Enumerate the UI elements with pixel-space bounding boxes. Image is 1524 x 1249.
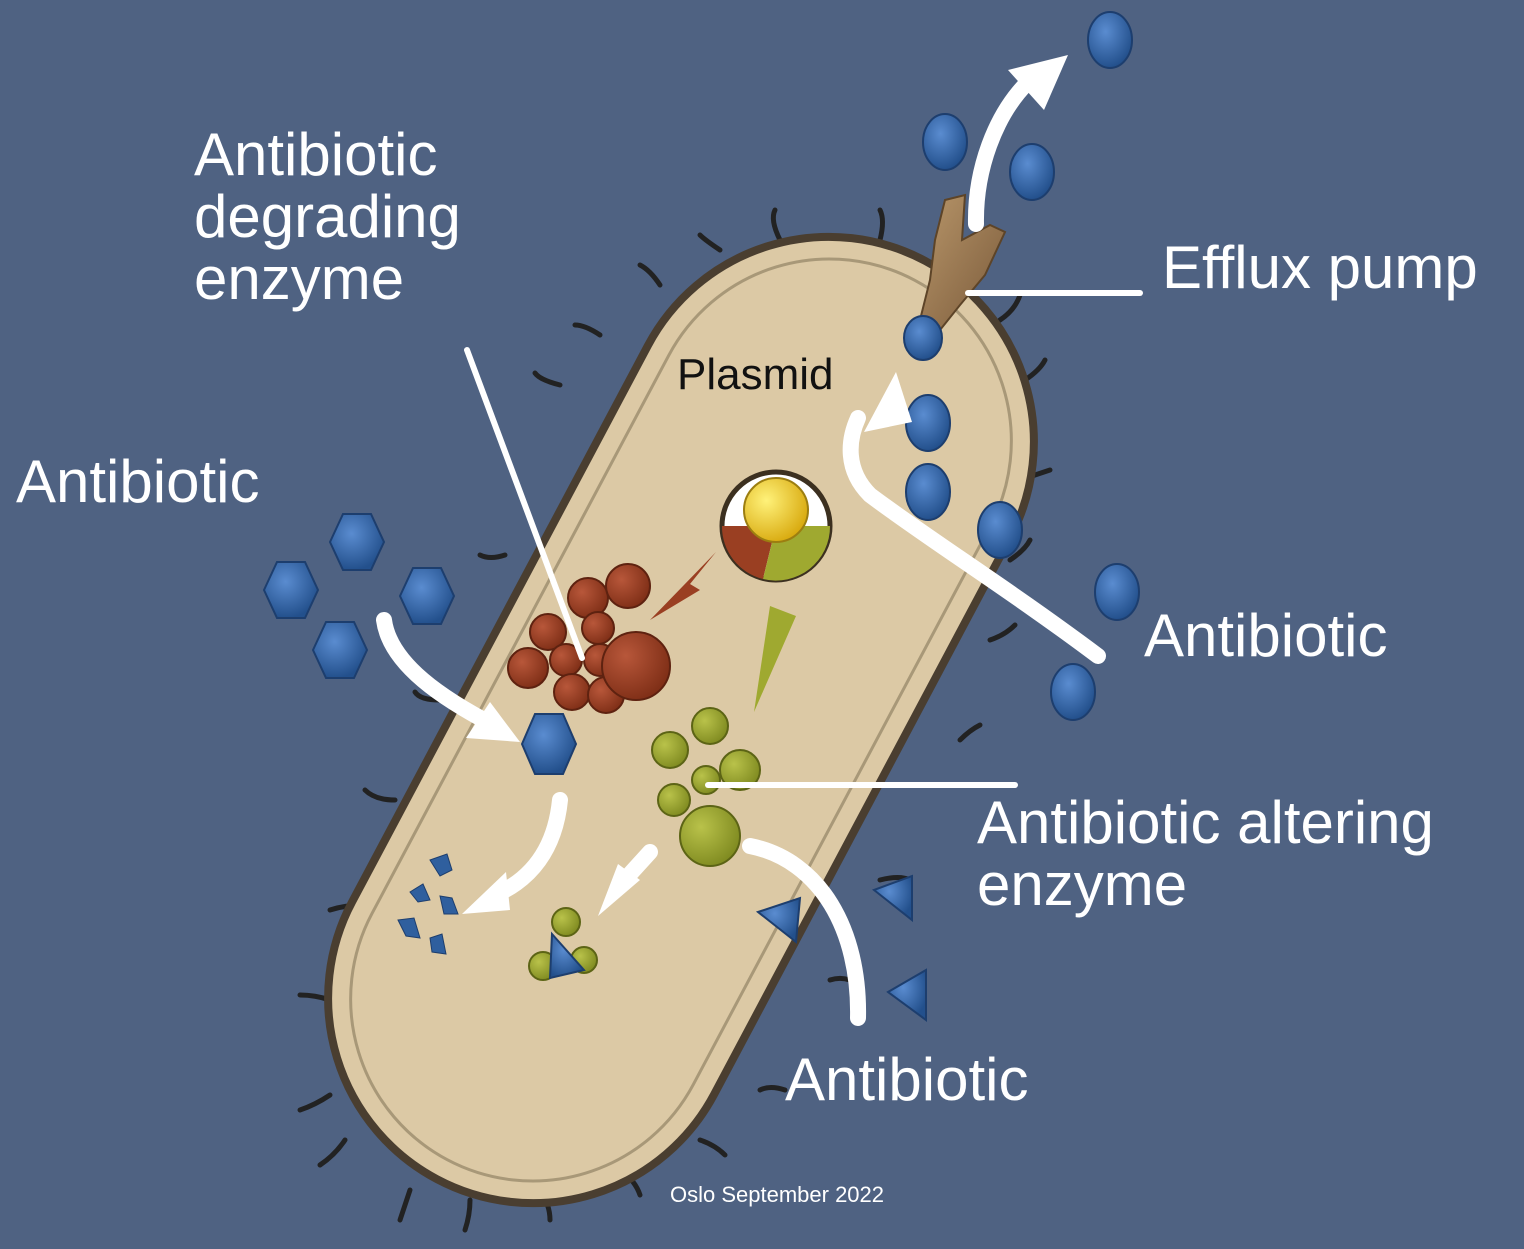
label-line: Antibiotic altering <box>977 792 1434 854</box>
label-line: Antibiotic <box>194 124 461 186</box>
label-antibiotic-bottom: Antibiotic <box>785 1050 1028 1110</box>
label-plasmid: Plasmid <box>677 353 834 397</box>
label-antibiotic-altering-enzyme: Antibiotic altering enzyme <box>977 792 1434 916</box>
label-line: enzyme <box>194 248 461 310</box>
label-line: degrading <box>194 186 461 248</box>
plasmid <box>722 472 830 581</box>
label-antibiotic-right: Antibiotic <box>1144 606 1387 666</box>
label-efflux-pump: Efflux pump <box>1162 238 1478 298</box>
footer-caption: Oslo September 2022 <box>670 1184 884 1206</box>
label-antibiotic-degrading-enzyme: Antibiotic degrading enzyme <box>194 124 461 310</box>
label-antibiotic-left: Antibiotic <box>16 452 259 512</box>
label-line: enzyme <box>977 854 1434 916</box>
